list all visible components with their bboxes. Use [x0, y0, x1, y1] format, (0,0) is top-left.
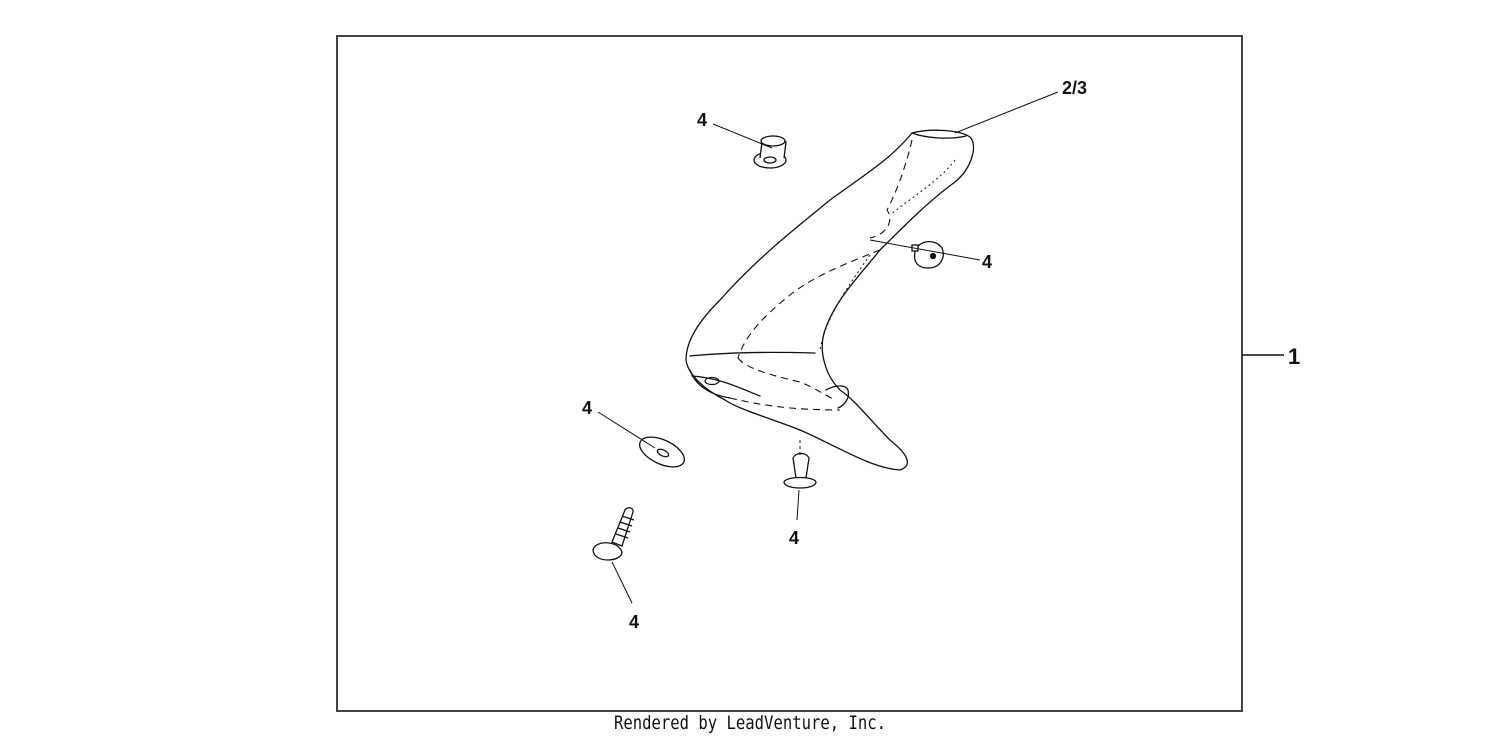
rendered-by-credit: Rendered by LeadVenture, Inc.	[613, 712, 887, 734]
callout-fastener-top: 4	[697, 110, 707, 130]
callout-screw-bottom: 4	[629, 612, 639, 632]
leader-fastener-right	[869, 239, 981, 261]
fastener-right	[911, 241, 944, 269]
callout-fastener-right: 4	[982, 252, 992, 272]
callout-assembly: 1	[1288, 344, 1300, 369]
leader-washer-left	[597, 411, 656, 449]
deflector-mount-hole	[704, 376, 720, 386]
callout-clip-bottom: 4	[789, 528, 799, 548]
callout-washer-left: 4	[582, 398, 592, 418]
leader-deflector	[954, 91, 1059, 134]
callout-deflector: 2/3	[1062, 78, 1087, 98]
washer-left	[639, 436, 685, 468]
deflector-hidden-lines	[729, 139, 913, 411]
leader-clip-bottom-callout	[796, 489, 800, 521]
fastener-top	[753, 135, 787, 169]
diagram-frame	[336, 35, 1243, 712]
leader-screw-bottom	[611, 561, 633, 604]
deflector-dotted-lines	[819, 159, 956, 351]
deflector-part	[685, 129, 975, 471]
screw-bottom	[592, 507, 635, 561]
clip-bottom	[783, 452, 817, 489]
leader-fastener-top	[712, 123, 773, 149]
